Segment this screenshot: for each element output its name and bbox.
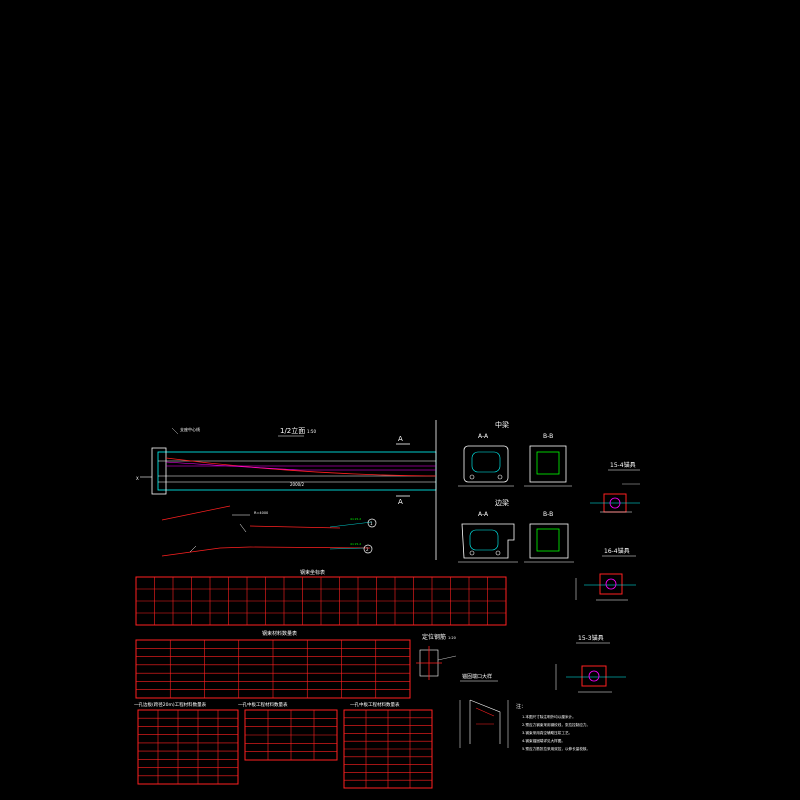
anchor-port-title: 锚固端口大样: [462, 673, 492, 680]
note-line: 4.钢束锚固端详见大样图。: [522, 738, 565, 743]
anchor-15-3-title: 15-3锚具: [578, 634, 604, 642]
bottom-table-2-title: 一孔中板工程材料数量表: [238, 701, 288, 708]
anchor-16-4-title: 16-4锚具: [604, 547, 630, 555]
elevation-title: 1/2立面: [280, 426, 305, 435]
locator-scale: 1:20: [448, 636, 456, 640]
bottom-table-1: 一孔边板(跨径20m)工程材料数量表: [134, 701, 239, 785]
elevation-scale: 1:50: [307, 429, 316, 434]
svg-text:支座中心线: 支座中心线: [180, 426, 200, 432]
section-mark-a-bottom: A: [398, 498, 403, 506]
coord-table-title: 钢束坐标表: [300, 569, 325, 576]
cross-sections: 中梁 边梁 A-A B-B A-A B-B: [458, 420, 574, 563]
note-line: 1.本图尺寸除注明外均以厘米计。: [522, 714, 576, 719]
svg-text:4×15.2: 4×15.2: [350, 517, 361, 521]
svg-text:X: X: [136, 476, 139, 481]
svg-text:2: 2: [366, 547, 369, 552]
elevation-view: 1/2立面 1:50 X A A 支座中心线 2000/2 R=4000 1: [136, 420, 437, 560]
section-bb-mid-title: B-B: [543, 433, 553, 440]
svg-text:1: 1: [370, 521, 373, 526]
tendon-circle-icon: [367, 518, 377, 528]
side-beam-label: 边梁: [495, 498, 509, 507]
anchor-icon: [575, 573, 636, 601]
svg-text:R=4000: R=4000: [254, 511, 268, 515]
notes-header: 注：: [516, 703, 526, 710]
mid-beam-label: 中梁: [495, 420, 509, 429]
notes: 注： 1.本图尺寸除注明外均以厘米计。 2.预应力钢束采用钢绞线，张拉控制应力。…: [516, 703, 590, 751]
note-line: 3.钢束采用真空辅助压浆工艺。: [522, 730, 572, 735]
section-aa-mid-title: A-A: [478, 433, 489, 440]
bottom-table-1-title: 一孔边板(跨径20m)工程材料数量表: [134, 701, 207, 708]
tendon-coordinate-table: 钢束坐标表: [135, 569, 507, 626]
svg-text:4×15.2: 4×15.2: [350, 542, 361, 546]
anchor-icon: [555, 664, 626, 693]
mat-table-title: 钢束材料数量表: [262, 630, 297, 637]
bottom-table-3-title: 一孔中板工程材料数量表: [350, 701, 400, 708]
tendon-material-table: 钢束材料数量表: [135, 630, 411, 699]
svg-text:2000/2: 2000/2: [290, 482, 305, 487]
locator-title: 定位钢筋: [422, 633, 446, 641]
note-line: 5.预应力筋张拉采用双控，以伸长量校核。: [522, 746, 590, 751]
section-bb-side-title: B-B: [543, 511, 553, 518]
anchor-icon: [590, 483, 640, 513]
section-aa-side-title: A-A: [478, 511, 489, 518]
locator-rebar: 定位钢筋 1:20: [416, 633, 457, 680]
tendon-circle-icon: [363, 544, 373, 554]
section-mark-a-left: A: [398, 435, 403, 443]
bottom-table-2: 一孔中板工程材料数量表: [238, 701, 338, 761]
anchor-port-detail: 锚固端口大样: [459, 673, 509, 748]
bottom-table-3: 一孔中板工程材料数量表: [343, 701, 433, 789]
note-line: 2.预应力钢束采用钢绞线，张拉控制应力。: [522, 722, 590, 727]
anchor-details: 15-4锚具 16-4锚具 15-3锚具: [555, 461, 640, 693]
anchor-15-4-title: 15-4锚具: [610, 461, 636, 469]
